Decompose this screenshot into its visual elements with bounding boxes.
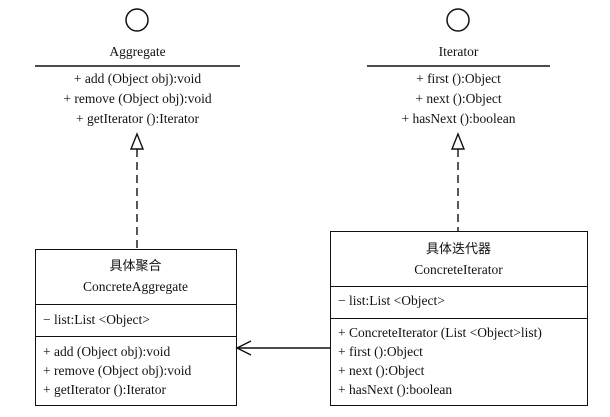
- concrete-iterator-name-divider: [331, 286, 587, 287]
- concrete-aggregate-name: ConcreteAggregate: [83, 279, 188, 294]
- realization-iterator-arrowhead: [450, 132, 466, 150]
- aggregate-interface-name: Aggregate: [109, 44, 166, 59]
- aggregate-operation: + remove (Object obj):void: [63, 91, 212, 106]
- concrete-aggregate-operation: + remove (Object obj):void: [43, 363, 192, 378]
- aggregate-operation: + add (Object obj):void: [73, 71, 202, 86]
- iterator-interface-circle: [446, 8, 470, 32]
- concrete-aggregate-attr-divider: [36, 336, 236, 337]
- aggregate-interface-circle: [125, 8, 149, 32]
- iterator-interface-name: Iterator: [438, 44, 479, 59]
- concrete-iterator-operation: + ConcreteIterator (List <Object>list): [338, 325, 542, 340]
- concrete-aggregate-class: 具体聚合 ConcreteAggregate − list:List <Obje…: [35, 249, 237, 406]
- concrete-aggregate-name-divider: [36, 304, 236, 305]
- iterator-operation: + first ():Object: [416, 71, 501, 86]
- concrete-aggregate-operation: + add (Object obj):void: [43, 344, 171, 359]
- concrete-iterator-class: 具体迭代器 ConcreteIterator − list:List <Obje…: [330, 231, 588, 406]
- concrete-iterator-operation: + next ():Object: [338, 363, 425, 378]
- concrete-iterator-name: ConcreteIterator: [414, 262, 503, 277]
- iterator-operation: + hasNext ():boolean: [401, 111, 516, 126]
- concrete-iterator-operation: + first ():Object: [338, 344, 423, 359]
- concrete-iterator-operation: + hasNext ():boolean: [338, 382, 453, 397]
- concrete-iterator-attr-divider: [331, 318, 587, 319]
- aggregate-operation: + getIterator ():Iterator: [75, 111, 200, 126]
- concrete-aggregate-attribute: − list:List <Object>: [43, 312, 150, 327]
- concrete-iterator-attribute: − list:List <Object>: [338, 293, 445, 308]
- concrete-iterator-name-cn: 具体迭代器: [425, 242, 491, 257]
- realization-aggregate-arrowhead: [129, 132, 145, 150]
- iterator-operation: + next ():Object: [415, 91, 502, 106]
- association-arrowhead: [235, 340, 252, 356]
- concrete-aggregate-name-cn: 具体聚合: [109, 259, 162, 274]
- concrete-aggregate-operation: + getIterator ():Iterator: [43, 382, 167, 397]
